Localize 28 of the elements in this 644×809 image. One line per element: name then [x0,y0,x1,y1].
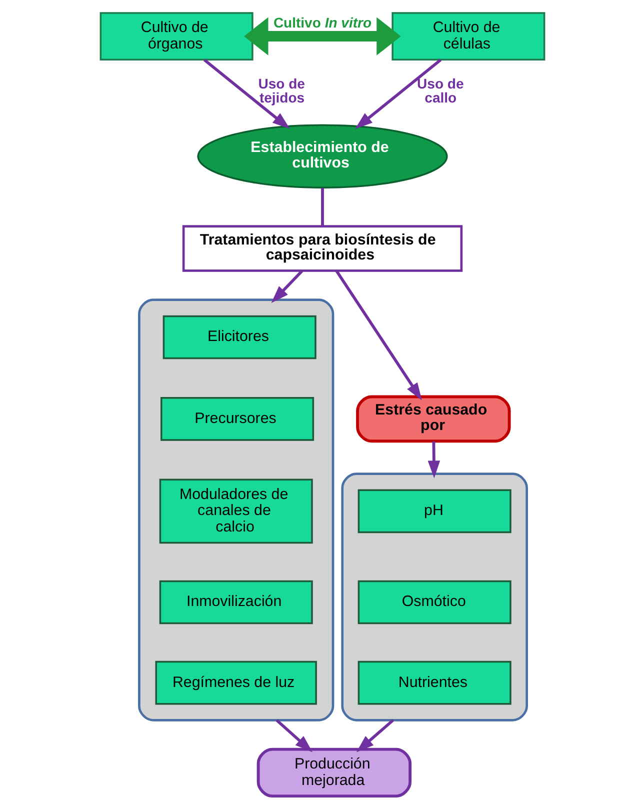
node-box: Elicitores [162,315,316,360]
node-box: Regímenes de luz [154,660,316,705]
arrow [270,270,303,304]
arrow [354,58,442,129]
arrow [334,270,422,400]
edge-label: Uso de tejidos [258,75,304,106]
node-box: Cultivo de órganos [99,12,253,61]
node-box: Inmovilización [158,580,312,624]
node-box: Precursores [160,397,314,441]
node-box: Estrés causado por [356,395,510,443]
node-box: Nutrientes [357,660,511,705]
node-ellipse: Establecimiento de cultivos [196,124,448,188]
arrow [202,58,290,129]
node-box: pH [357,489,511,534]
cluster [138,298,334,722]
node-box: Moduladores de canales de calcio [158,478,312,544]
node-box: Producción mejorada [256,748,412,798]
edge-label: Cultivo In vitro [272,14,372,31]
edge-label: Uso de callo [416,75,464,106]
connector [320,188,324,226]
node-box: Tratamientos para biosíntesis de capsaicinoides [182,225,462,272]
arrow [275,719,312,752]
node-box: Osmótico [357,580,511,624]
node-box: Cultivo de células [391,12,545,61]
arrow [356,719,394,752]
arrow [427,441,440,478]
cluster [340,472,528,722]
arrow [244,17,400,56]
